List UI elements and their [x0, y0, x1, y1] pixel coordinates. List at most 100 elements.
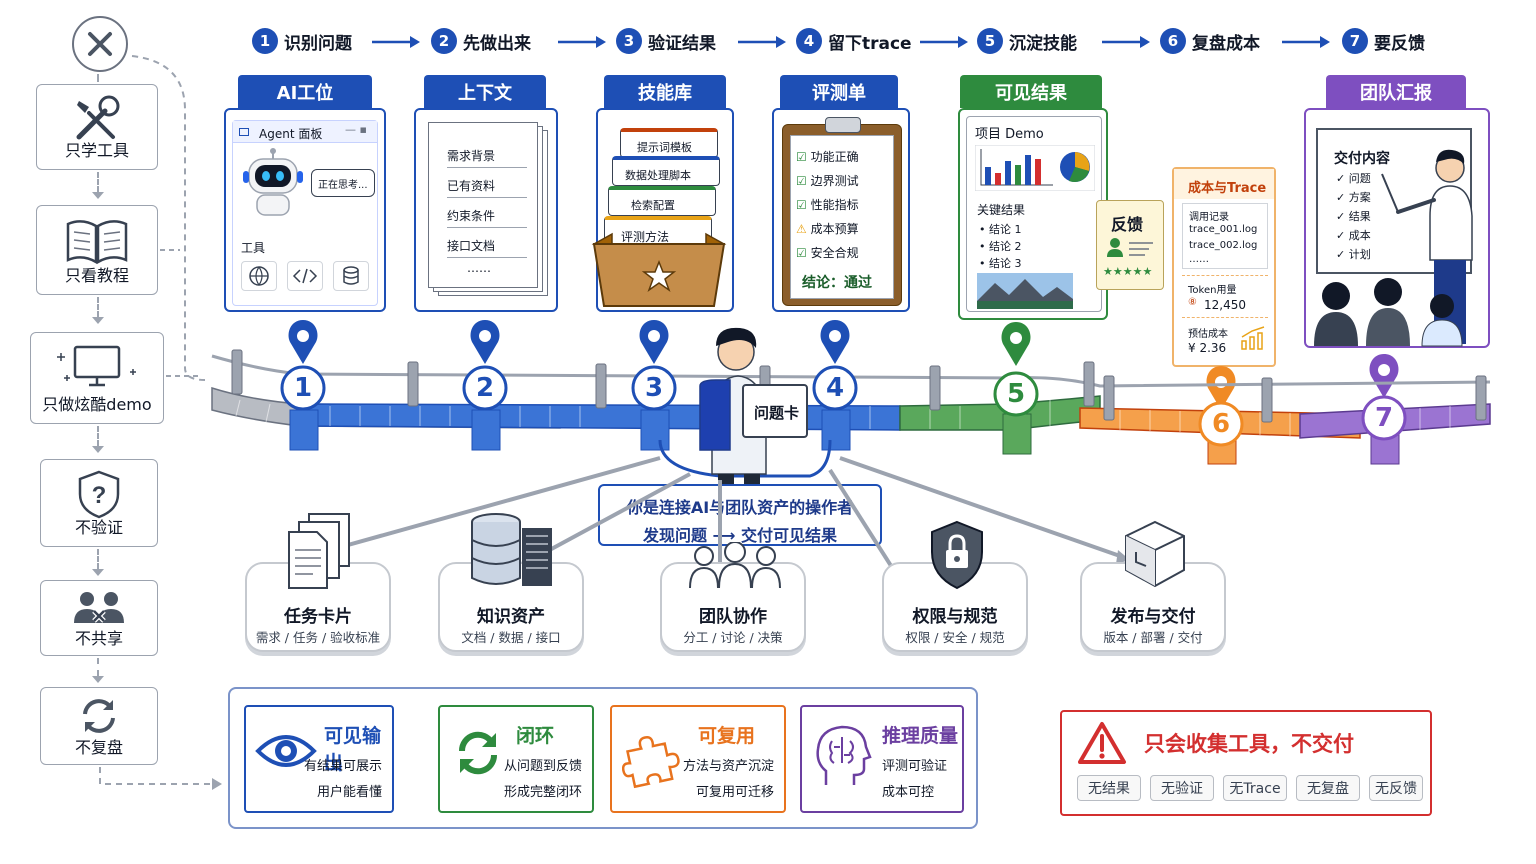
demo-window: 项目 Demo 关键结果 • 结论 1 • 结论 2 • 结论 3: [966, 116, 1102, 312]
bridge-pins: [288, 320, 1399, 410]
warning-title: 只会收集工具，不交付: [1144, 732, 1354, 756]
check-icon: ☑: [796, 198, 807, 212]
feature-line: 形成完整闭环: [503, 785, 582, 800]
context-line: ……: [467, 261, 491, 275]
eval-conclusion: 结论：通过: [802, 275, 872, 291]
step-label: 复盘成本: [1192, 33, 1260, 54]
token-value: 12,450: [1204, 298, 1246, 312]
bridge-marker-5: 5: [1006, 379, 1026, 409]
card-tag-skills: 技能库: [604, 75, 726, 108]
tools-label: 工具: [241, 241, 266, 255]
feature-reasoning-quality: 推理质量 评测可验证 成本可控: [800, 705, 964, 813]
eval-item-5: ☑ 安全合规: [796, 244, 859, 261]
bridge-marker-6: 6: [1211, 409, 1231, 439]
globe-icon: [249, 266, 269, 286]
node-subtitle: 分工 / 讨论 / 决策: [683, 630, 783, 645]
conclusion-item: • 结论 1: [979, 223, 1022, 236]
node-team-collab: 团队协作 分工 / 讨论 / 决策: [660, 542, 806, 652]
warning-chip: 无结果: [1077, 775, 1141, 801]
node-release-delivery: 发布与交付 版本 / 部署 / 交付: [1080, 520, 1226, 652]
left-item-no-review: 不复盘: [40, 687, 158, 765]
feature-title: 可见输出: [324, 725, 382, 774]
cost-value: ¥ 2.36: [1188, 341, 1227, 355]
clipboard: [782, 117, 902, 306]
project-title: 项目 Demo: [975, 127, 1044, 142]
robot-icon: [243, 148, 303, 216]
context-line: 已有资料: [447, 179, 496, 193]
left-item-label: 只做炫酷demo: [42, 395, 152, 414]
step-arrows: [372, 36, 1330, 48]
card-visible-result: 项目 Demo 关键结果 • 结论 1 • 结论 2 • 结论 3: [958, 108, 1108, 320]
bubble-text: 正在思考...: [318, 180, 368, 191]
skill-label: 评测方法: [621, 230, 670, 244]
step-label: 留下trace: [828, 33, 912, 54]
left-dashed-connectors: [99, 55, 222, 790]
problem-card: 问题卡: [742, 384, 808, 438]
bridge-marker-3: 3: [644, 373, 664, 403]
bar-chart-icon: [975, 145, 1095, 191]
warning-chip: 无反馈: [1369, 775, 1423, 801]
step-label: 验证结果: [648, 33, 716, 54]
code-tool-button[interactable]: [287, 261, 323, 291]
node-subtitle: 版本 / 部署 / 交付: [1103, 630, 1203, 645]
bridge-marker-7: 7: [1374, 403, 1394, 433]
conclusion-item: • 结论 2: [979, 240, 1022, 253]
database-tool-button[interactable]: [333, 261, 369, 291]
log-line: ……: [1189, 254, 1209, 265]
globe-tool-button[interactable]: [241, 261, 277, 291]
board-item: ✓ 计划: [1336, 248, 1371, 261]
brain-head-icon: [816, 725, 872, 785]
skill-item: 提示词模板: [620, 128, 718, 158]
eye-icon: [255, 735, 317, 767]
feedback-card: 反馈 ★★★★★: [1096, 200, 1164, 290]
bridge-marker-4: 4: [825, 373, 845, 403]
monitor-icon: [57, 345, 136, 387]
step-2: 2 先做出来: [431, 28, 531, 54]
log-line: trace_001.log: [1189, 224, 1258, 235]
warning-icon: ⚠: [796, 222, 807, 236]
step-label: 先做出来: [463, 33, 531, 54]
check-icon: ☑: [796, 246, 807, 260]
agent-panel-title: Agent 面板: [259, 127, 323, 141]
step-4: 4 留下trace: [796, 28, 912, 54]
node-permissions: 权限与规范 权限 / 安全 / 规范: [882, 520, 1028, 652]
feature-line: 用户能看懂: [316, 785, 382, 800]
feature-reusable: 可复用 方法与资产沉淀 可复用可迁移: [610, 705, 786, 813]
left-item-no-verify: ? 不验证: [40, 459, 158, 547]
warning-chip: 无复盘: [1296, 775, 1360, 801]
log-panel: 调用记录 trace_001.log trace_002.log ……: [1182, 203, 1268, 269]
step-number: 2: [431, 28, 457, 54]
step-number: 4: [796, 28, 822, 54]
node-title: 发布与交付: [1110, 607, 1196, 627]
feature-line: 评测可验证: [882, 759, 948, 774]
eval-label: 边界测试: [810, 174, 859, 188]
skill-item: 检索配置: [608, 186, 716, 216]
feature-visible-output: 可见输出 有结果可展示 用户能看懂: [244, 705, 394, 813]
database-icon: [343, 266, 359, 285]
feature-title: 推理质量: [882, 725, 959, 747]
shield-lock-icon: [931, 520, 983, 590]
book-icon: [66, 220, 128, 265]
agent-panel: Agent 面板 — ▪ 正在思考... 工具: [232, 120, 378, 306]
context-line: 约束条件: [447, 209, 496, 223]
node-subtitle: 权限 / 安全 / 规范: [905, 630, 1005, 645]
skill-label: 提示词模板: [637, 141, 692, 154]
card-tag-eval: 评测单: [780, 75, 898, 108]
clipboard-clip: [825, 117, 861, 133]
left-item-label: 只学工具: [64, 141, 129, 160]
feature-line: 从问题到反馈: [503, 759, 582, 774]
tools-icon: [76, 95, 120, 140]
card-tag-cost: 成本与Trace: [1188, 181, 1267, 196]
skill-box-icon: [591, 232, 727, 307]
puzzle-icon: [622, 736, 680, 789]
token-label: Token用量: [1188, 285, 1237, 296]
check-icon: ☑: [796, 174, 807, 188]
left-item-learn-tools: 只学工具: [36, 84, 158, 170]
landscape-image: [977, 273, 1073, 309]
cycle-arrows-icon: [458, 731, 498, 775]
board-item: ✓ 成本: [1336, 229, 1371, 242]
